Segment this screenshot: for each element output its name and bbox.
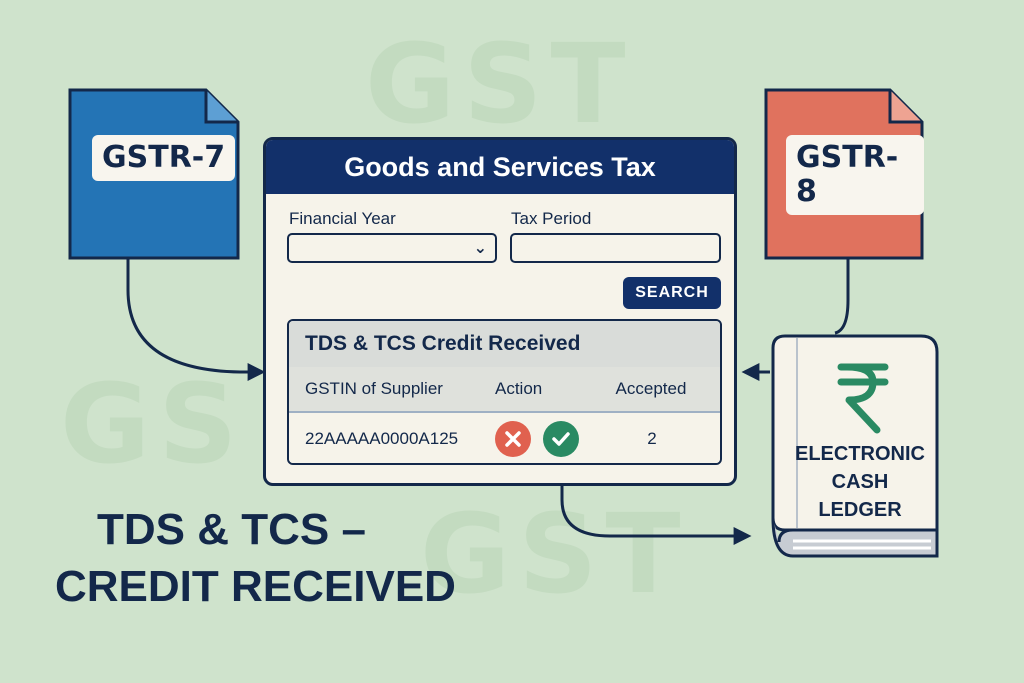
gstin-cell: 22AAAAA0000A125 [305, 429, 459, 448]
gstr-8-label: GSTR-8 [786, 135, 924, 215]
checkmark-icon [552, 432, 570, 446]
ledger-line-3: LEDGER [818, 499, 902, 521]
credit-received-panel: TDS & TCS Credit Received GSTIN of Suppl… [287, 319, 722, 465]
watermark-gs-left: GS [60, 360, 246, 488]
tax-period-input[interactable] [510, 233, 721, 263]
search-button[interactable]: SEARCH [623, 277, 721, 309]
financial-year-label: Financial Year [289, 209, 396, 228]
headline-line-1: TDS & TCS – [97, 505, 366, 554]
accepted-cell: 2 [647, 429, 657, 448]
table-header-row: GSTIN of Supplier Action Accepted [289, 367, 720, 413]
financial-year-select[interactable]: ⌄ [287, 233, 497, 263]
arrow-gstr8-to-ledger [834, 230, 850, 335]
ledger-label: ELECTRONIC CASH LEDGER [783, 440, 937, 524]
column-header-accepted: Accepted [615, 379, 687, 398]
panel-title: TDS & TCS Credit Received [289, 321, 720, 367]
arrow-accept-to-ledger [560, 458, 752, 545]
watermark-gst-bottom: GST [420, 490, 689, 618]
headline-line-2: CREDIT RECEIVED [55, 562, 456, 611]
gstr-7-document: GSTR-7 [68, 88, 240, 260]
electronic-cash-ledger-book [771, 334, 941, 558]
accept-button[interactable] [543, 421, 579, 457]
chevron-down-icon: ⌄ [473, 240, 487, 257]
reject-button[interactable] [495, 421, 531, 457]
book-icon [771, 334, 939, 558]
ledger-line-2: CASH [831, 471, 889, 493]
close-icon [505, 431, 521, 447]
gstr-8-document: GSTR-8 [764, 88, 924, 260]
gstr-7-label: GSTR-7 [92, 135, 236, 181]
column-header-gstin: GSTIN of Supplier [305, 379, 443, 398]
gst-portal-window: Goods and Services Tax Financial Year Ta… [263, 137, 737, 486]
ledger-line-1: ELECTRONIC [795, 443, 925, 465]
action-cell [495, 413, 591, 463]
column-header-action: Action [495, 379, 543, 398]
rupee-icon [837, 363, 889, 434]
portal-title: Goods and Services Tax [266, 140, 734, 194]
table-row: 22AAAAA0000A125 2 [289, 413, 720, 463]
tax-period-label: Tax Period [511, 209, 592, 228]
watermark-gst-top: GST [365, 20, 634, 148]
arrow-gstr7-to-portal [126, 208, 266, 381]
